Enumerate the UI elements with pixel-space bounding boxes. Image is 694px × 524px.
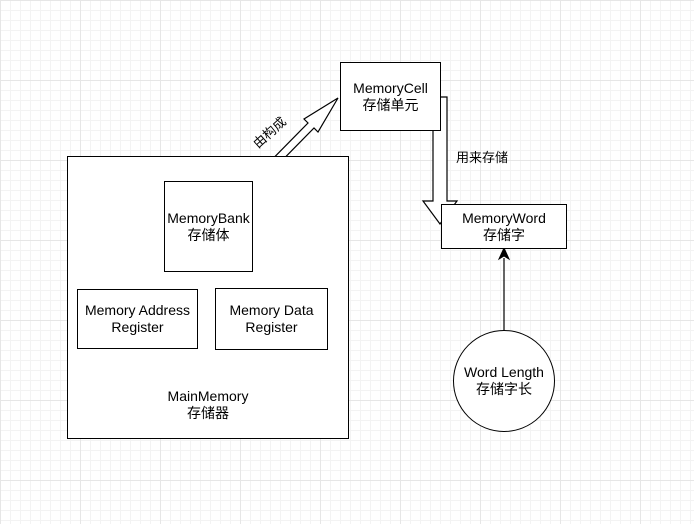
- cell-to-word-label: 用来存储: [456, 150, 509, 165]
- memory-cell-en: MemoryCell: [353, 79, 428, 96]
- memory-cell-zh: 存储单元: [362, 96, 419, 113]
- main-memory-label: MainMemory 存储器: [67, 388, 349, 422]
- word-length-en: Word Length: [464, 364, 544, 380]
- memory-address-register-node[interactable]: Memory Address Register: [77, 289, 198, 349]
- memory-word-en: MemoryWord: [462, 209, 546, 226]
- memory-word-node[interactable]: MemoryWord 存储字: [441, 204, 567, 249]
- memory-bank-node[interactable]: MemoryBank 存储体: [164, 181, 253, 272]
- main-memory-zh: 存储器: [187, 405, 229, 421]
- word-length-zh: 存储字长: [476, 381, 532, 397]
- word-length-node[interactable]: Word Length 存储字长: [453, 330, 555, 432]
- memory-bank-en: MemoryBank: [167, 209, 250, 226]
- memory-cell-node[interactable]: MemoryCell 存储单元: [340, 62, 441, 131]
- mdr-line2: Register: [245, 319, 298, 335]
- length-to-word-arrowhead: [497, 246, 511, 261]
- memory-bank-zh: 存储体: [187, 226, 230, 243]
- memory-data-register-node[interactable]: Memory Data Register: [215, 288, 328, 350]
- mar-line2: Register: [111, 319, 164, 335]
- main-memory-en: MainMemory: [167, 388, 249, 404]
- mdr-line1: Memory Data: [229, 302, 314, 318]
- mar-line1: Memory Address: [84, 302, 191, 318]
- memory-word-zh: 存储字: [483, 226, 525, 243]
